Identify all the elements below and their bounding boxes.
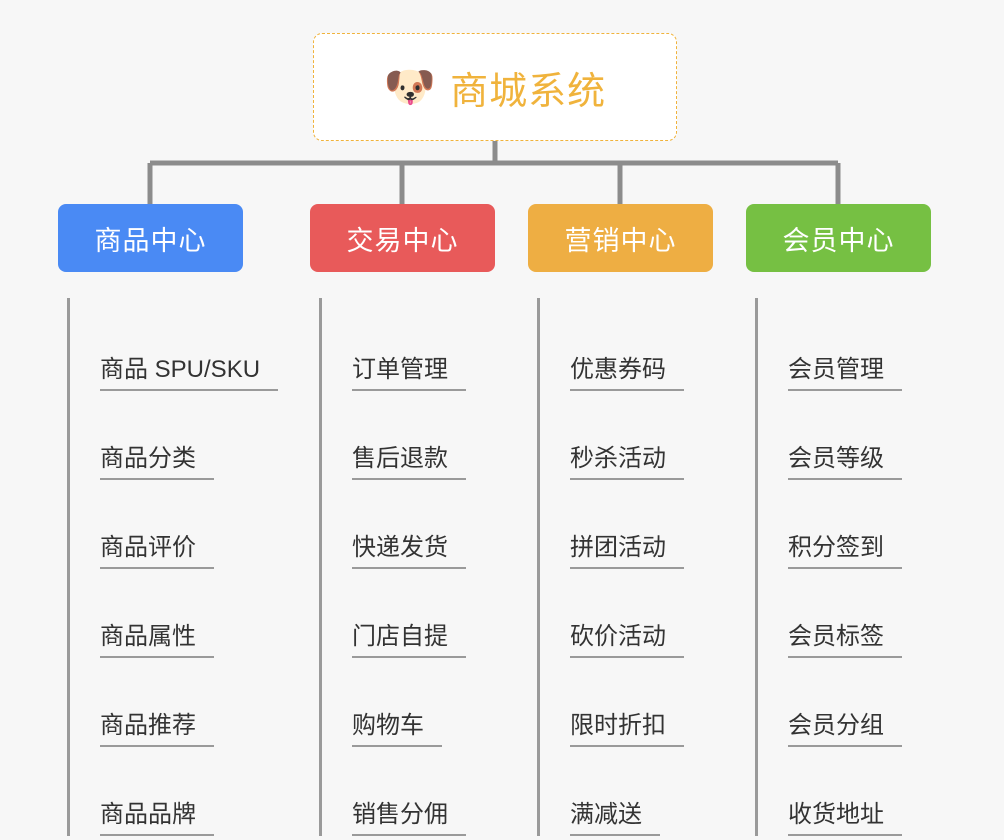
- leaf-label: 会员分组: [788, 712, 902, 747]
- leaf-list-marketing-center: 优惠券码 秒杀活动 拼团活动 砍价活动 限时折扣 满减送: [537, 298, 713, 836]
- leaf-item[interactable]: 优惠券码: [540, 302, 713, 391]
- leaf-label: 销售分佣: [352, 801, 466, 836]
- leaf-label: 拼团活动: [570, 534, 684, 569]
- leaf-label: 会员管理: [788, 356, 902, 391]
- leaf-item[interactable]: 商品分类: [70, 391, 243, 480]
- leaf-label: 商品 SPU/SKU: [100, 356, 279, 391]
- leaf-item[interactable]: 满减送: [540, 747, 713, 836]
- leaf-list-product-center: 商品 SPU/SKU 商品分类 商品评价 商品属性 商品推荐 商品品牌: [67, 298, 279, 836]
- leaf-item[interactable]: 会员标签: [758, 569, 931, 658]
- branch-column-product-center: 商品中心 商品 SPU/SKU 商品分类 商品评价 商品属性 商品推荐 商品品牌: [58, 204, 279, 836]
- leaf-label: 商品推荐: [100, 712, 214, 747]
- leaf-item[interactable]: 会员分组: [758, 658, 931, 747]
- leaf-label: 砍价活动: [570, 623, 684, 658]
- category-box-trade-center[interactable]: 交易中心: [310, 204, 495, 272]
- leaf-item[interactable]: 订单管理: [322, 302, 495, 391]
- branch-column-member-center: 会员中心 会员管理 会员等级 积分签到 会员标签 会员分组 收货地址: [746, 204, 931, 836]
- leaf-label: 购物车: [352, 712, 442, 747]
- leaf-list-member-center: 会员管理 会员等级 积分签到 会员标签 会员分组 收货地址: [755, 298, 931, 836]
- leaf-item[interactable]: 秒杀活动: [540, 391, 713, 480]
- category-label: 交易中心: [346, 225, 459, 256]
- dog-face-icon: 🐶: [383, 63, 437, 110]
- leaf-label: 会员标签: [788, 623, 902, 658]
- category-box-marketing-center[interactable]: 营销中心: [528, 204, 713, 272]
- leaf-item[interactable]: 商品评价: [70, 480, 243, 569]
- leaf-label: 积分签到: [788, 534, 902, 569]
- leaf-label: 会员等级: [788, 445, 902, 480]
- leaf-item[interactable]: 收货地址: [758, 747, 931, 836]
- leaf-item[interactable]: 限时折扣: [540, 658, 713, 747]
- branch-column-trade-center: 交易中心 订单管理 售后退款 快递发货 门店自提 购物车 销售分佣: [310, 204, 495, 836]
- leaf-label: 商品分类: [100, 445, 214, 480]
- branch-column-marketing-center: 营销中心 优惠券码 秒杀活动 拼团活动 砍价活动 限时折扣 满减送: [528, 204, 713, 836]
- leaf-item[interactable]: 售后退款: [322, 391, 495, 480]
- leaf-label: 商品品牌: [100, 801, 214, 836]
- leaf-item[interactable]: 购物车: [322, 658, 495, 747]
- leaf-item[interactable]: 商品推荐: [70, 658, 243, 747]
- category-label: 会员中心: [782, 225, 895, 256]
- leaf-label: 商品属性: [100, 623, 214, 658]
- leaf-item[interactable]: 会员等级: [758, 391, 931, 480]
- leaf-item[interactable]: 商品属性: [70, 569, 243, 658]
- leaf-label: 快递发货: [352, 534, 466, 569]
- leaf-item[interactable]: 商品 SPU/SKU: [70, 302, 279, 391]
- leaf-label: 优惠券码: [570, 356, 684, 391]
- leaf-label: 收货地址: [788, 801, 902, 836]
- leaf-item[interactable]: 门店自提: [322, 569, 495, 658]
- category-label: 商品中心: [94, 225, 207, 256]
- category-box-product-center[interactable]: 商品中心: [58, 204, 243, 272]
- leaf-item[interactable]: 快递发货: [322, 480, 495, 569]
- leaf-item[interactable]: 积分签到: [758, 480, 931, 569]
- leaf-label: 门店自提: [352, 623, 466, 658]
- category-box-member-center[interactable]: 会员中心: [746, 204, 931, 272]
- leaf-item[interactable]: 销售分佣: [322, 747, 495, 836]
- leaf-item[interactable]: 拼团活动: [540, 480, 713, 569]
- leaf-item[interactable]: 商品品牌: [70, 747, 243, 836]
- root-node[interactable]: 🐶 商城系统: [313, 33, 677, 141]
- leaf-label: 满减送: [570, 801, 660, 836]
- leaf-label: 秒杀活动: [570, 445, 684, 480]
- leaf-item[interactable]: 会员管理: [758, 302, 931, 391]
- leaf-label: 限时折扣: [570, 712, 684, 747]
- root-node-title: 商城系统: [450, 70, 607, 113]
- category-label: 营销中心: [564, 225, 677, 256]
- leaf-label: 订单管理: [352, 356, 466, 391]
- leaf-label: 售后退款: [352, 445, 466, 480]
- leaf-label: 商品评价: [100, 534, 214, 569]
- leaf-list-trade-center: 订单管理 售后退款 快递发货 门店自提 购物车 销售分佣: [319, 298, 495, 836]
- leaf-item[interactable]: 砍价活动: [540, 569, 713, 658]
